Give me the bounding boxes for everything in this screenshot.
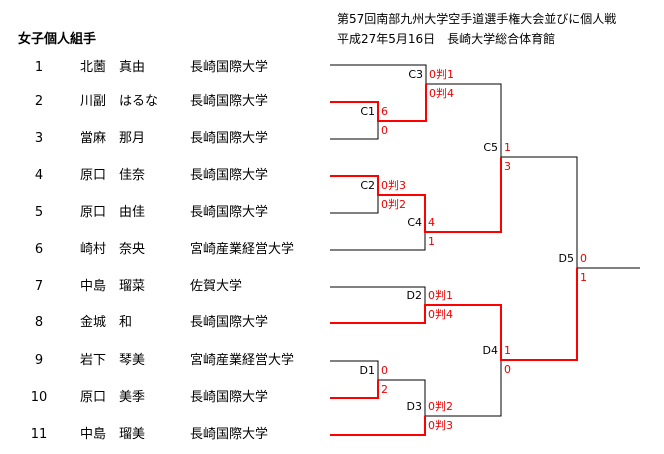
player-school: 宮崎産業経営大学 bbox=[190, 353, 295, 368]
player-name: 原口 佳奈 bbox=[80, 168, 146, 183]
score-bottom-c3: 0判4 bbox=[429, 87, 454, 100]
score-top-d5: 0 bbox=[580, 252, 587, 265]
line-win-p10 bbox=[330, 380, 379, 399]
event-date-venue: 平成27年5月16日 長崎大学総合体育館 bbox=[337, 32, 556, 46]
match-label-d4: D4 bbox=[482, 344, 498, 357]
player-number: 1 bbox=[34, 60, 44, 75]
match-label-c4: C4 bbox=[407, 216, 422, 229]
player-school: 長崎国際大学 bbox=[190, 168, 269, 183]
score-bottom-c1: 0 bbox=[381, 124, 388, 137]
player-school: 長崎国際大学 bbox=[190, 94, 269, 109]
player-number: 5 bbox=[34, 205, 44, 220]
line-d3-out bbox=[425, 360, 502, 417]
player-name: 金城 和 bbox=[80, 315, 133, 330]
player-number: 11 bbox=[30, 427, 48, 442]
line-win-p2 bbox=[330, 84, 427, 122]
line-p7 bbox=[330, 286, 426, 305]
score-top-d3: 0判2 bbox=[428, 400, 453, 413]
score-bottom-d4: 0 bbox=[504, 363, 511, 376]
score-top-d2: 0判1 bbox=[428, 289, 453, 302]
player-name: 北薗 真由 bbox=[80, 60, 146, 75]
player-number: 2 bbox=[34, 94, 44, 109]
score-bottom-d5: 1 bbox=[580, 271, 587, 284]
score-bottom-d3: 0判3 bbox=[428, 419, 453, 432]
player-school: 長崎国際大学 bbox=[190, 205, 269, 220]
player-school: 長崎国際大学 bbox=[190, 131, 269, 146]
player-school: 佐賀大学 bbox=[190, 279, 243, 294]
player-number: 4 bbox=[34, 168, 44, 183]
score-top-c5: 1 bbox=[504, 141, 511, 154]
score-top-c3: 0判1 bbox=[429, 68, 454, 81]
score-top-c1: 6 bbox=[381, 105, 388, 118]
player-school: 長崎国際大学 bbox=[190, 390, 269, 405]
line-win-p11 bbox=[330, 416, 426, 436]
score-bottom-c2: 0判2 bbox=[381, 198, 406, 211]
player-number: 7 bbox=[34, 279, 44, 294]
score-bottom-d1: 2 bbox=[381, 383, 388, 396]
match-label-c2: C2 bbox=[360, 179, 375, 192]
match-label-c3: C3 bbox=[408, 68, 423, 81]
match-label-c1: C1 bbox=[360, 105, 375, 118]
match-label-d1: D1 bbox=[359, 364, 375, 377]
player-name: 中島 瑠美 bbox=[80, 427, 146, 442]
player-name: 岩下 琴美 bbox=[80, 353, 146, 368]
player-name: 崎村 奈央 bbox=[80, 242, 146, 257]
line-p6 bbox=[330, 232, 426, 251]
score-top-d1: 0 bbox=[381, 364, 388, 377]
score-bottom-d2: 0判4 bbox=[428, 308, 453, 321]
player-school: 宮崎産業経営大学 bbox=[190, 242, 295, 257]
match-label-c5: C5 bbox=[483, 141, 498, 154]
line-c3-out bbox=[426, 83, 502, 157]
score-top-c4: 4 bbox=[428, 216, 435, 229]
score-top-d4: 1 bbox=[504, 344, 511, 357]
player-name: 原口 美季 bbox=[80, 390, 146, 405]
line-c5-d5 bbox=[501, 156, 640, 269]
player-school: 長崎国際大学 bbox=[190, 315, 269, 330]
match-label-d5: D5 bbox=[558, 252, 574, 265]
line-p5 bbox=[330, 195, 379, 214]
event-title: 第57回南部九州大学空手道選手権大会並びに個人戦 bbox=[337, 12, 617, 26]
player-number: 6 bbox=[34, 242, 44, 257]
score-bottom-c5: 3 bbox=[504, 160, 511, 173]
player-number: 8 bbox=[34, 315, 44, 330]
line-p3 bbox=[330, 121, 379, 140]
player-name: 當麻 那月 bbox=[80, 131, 146, 146]
match-label-d3: D3 bbox=[406, 400, 422, 413]
line-win-p8 bbox=[330, 268, 578, 361]
line-win-p4 bbox=[330, 157, 502, 233]
score-bottom-c4: 1 bbox=[428, 235, 435, 248]
player-number: 9 bbox=[34, 353, 44, 368]
player-number: 10 bbox=[30, 390, 48, 405]
player-name: 中島 瑠菜 bbox=[80, 279, 146, 294]
line-p1 bbox=[330, 64, 427, 84]
player-school: 長崎国際大学 bbox=[190, 60, 269, 75]
section-title: 女子個人組手 bbox=[18, 32, 97, 47]
score-top-c2: 0判3 bbox=[381, 179, 406, 192]
player-number: 3 bbox=[34, 131, 44, 146]
player-name: 川副 はるな bbox=[80, 94, 159, 109]
player-school: 長崎国際大学 bbox=[190, 427, 269, 442]
match-label-d2: D2 bbox=[406, 289, 422, 302]
player-name: 原口 由佳 bbox=[80, 205, 146, 220]
